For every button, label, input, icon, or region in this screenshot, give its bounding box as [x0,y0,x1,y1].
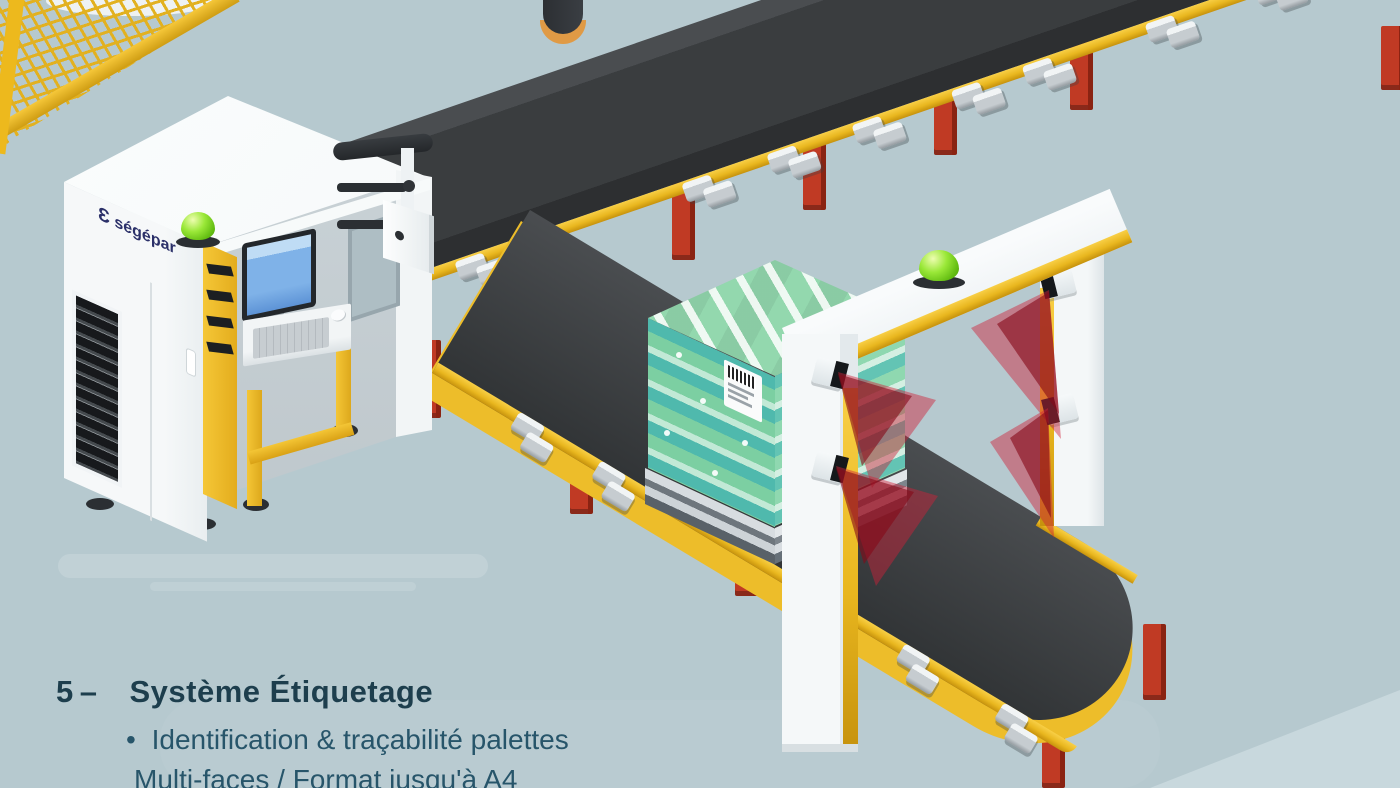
tube-cap [403,180,415,192]
bullet-text: Multi-faces / Format jusqu'à A4 [134,764,518,788]
plate-knob [395,229,404,242]
caption-block: 5 – Système Étiquetage • Identification … [56,674,569,788]
vent-slit [206,263,234,277]
gantry-beacon-base [913,276,965,289]
step-title: Système Étiquetage [129,674,434,709]
floor-streak [150,582,416,591]
conveyor-leg [1143,624,1166,700]
caption-heading: 5 – Système Étiquetage [56,674,569,710]
strap-dot [712,470,718,476]
step-number: 5 [56,674,74,709]
keyboard [253,316,329,359]
monitor [242,228,316,322]
machine-foot [86,498,114,510]
cabinet-beacon-base [176,236,220,248]
applicator-tube [337,220,407,229]
desk-leg [247,390,262,506]
strap-dot [742,440,748,446]
mouse [331,308,345,322]
vent-slit [206,289,234,303]
strap-dot [700,398,706,404]
brand-logo-mark: Ɛ [98,203,110,230]
cabinet-corner-strip [203,242,237,510]
scan-beam [970,402,1068,542]
floor-sheen [1150,690,1400,788]
louver-vent [72,289,122,488]
door-seam [150,282,152,522]
gantry-post-foot [782,744,858,752]
gantry-beacon-light [919,250,959,281]
roller-motor-pair [1253,0,1313,19]
applicator-tube [337,183,407,192]
scan-beam [828,456,946,590]
door-handle [186,347,196,378]
desk-leg [336,326,351,432]
conveyor-leg [1381,26,1400,90]
bullet-text: Identification & traçabilité palettes [151,724,569,755]
hanging-sensor-body [543,0,583,34]
gantry-left-post [782,334,858,752]
caption-bullet-1: • Identification & traçabilité palettes [126,724,569,756]
cabinet-beacon-light [181,212,215,240]
floor-streak [58,554,488,578]
bullet-marker: • [126,724,136,755]
vent-slit [206,315,234,329]
strap-dot [664,430,670,436]
caption-bullet-2: Multi-faces / Format jusqu'à A4 [126,764,569,788]
conveyor-leg [934,93,957,155]
step-separator: – [79,674,98,709]
vent-slit [206,341,234,355]
conveyor-belt-upper [340,0,1400,295]
scan-beam [830,362,945,492]
strap-dot [676,352,682,358]
monitor-screen [247,234,311,316]
